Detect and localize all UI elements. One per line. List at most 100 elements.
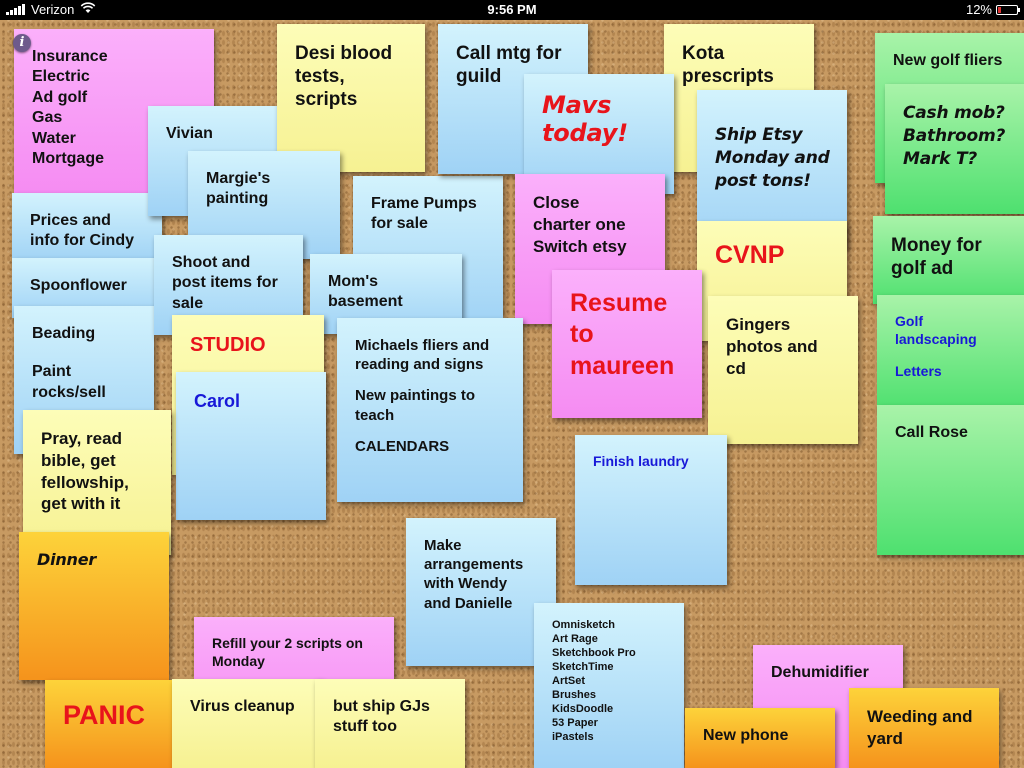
note-line: Cash mob? — [903, 103, 1005, 123]
note-weeding[interactable]: Weeding and yard — [849, 688, 999, 768]
note-line: Margie's — [206, 170, 271, 187]
status-bar: Verizon 9:56 PM 12% — [0, 0, 1024, 20]
note-line: Letters — [895, 362, 942, 379]
note-line: rocks/sell — [32, 383, 106, 401]
note-line: golf ad — [891, 258, 954, 280]
note-golf-landscaping[interactable]: Golf landscaping Letters — [877, 295, 1024, 410]
note-line: Dehumidifier — [771, 664, 869, 681]
note-line: New golf fliers — [893, 52, 1003, 69]
note-line: Make — [424, 537, 462, 554]
note-apps[interactable]: Omnisketch Art Rage Sketchbook Pro Sketc… — [534, 603, 684, 768]
note-line: Monday and — [715, 147, 830, 168]
note-line: charter one — [533, 214, 626, 234]
battery-percent: 12% — [965, 2, 992, 17]
note-line: Switch etsy — [533, 236, 627, 256]
note-line: yard — [867, 728, 903, 748]
signal-icon — [6, 4, 25, 15]
note-new-phone[interactable]: New phone — [685, 708, 835, 768]
note-line: with Wendy — [424, 575, 508, 593]
note-line: Kota — [682, 43, 725, 64]
note-money-golf[interactable]: Money for golf ad — [873, 216, 1024, 304]
note-line: Mortgage — [32, 150, 104, 168]
note-line: Mavs — [542, 91, 612, 119]
note-line: stuff too — [333, 718, 397, 736]
note-line: Water — [32, 129, 76, 147]
note-line: prescripts — [682, 66, 774, 88]
note-line: Desi blood — [295, 43, 393, 64]
note-line: Dinner — [37, 550, 97, 569]
note-close-charter[interactable]: Close charter one Switch etsy — [515, 174, 665, 324]
battery-indicator: 12% — [965, 2, 1020, 17]
note-line: cd — [726, 358, 746, 378]
note-line: Resume — [570, 289, 668, 317]
note-line: teach — [355, 406, 395, 424]
note-line: post items for — [172, 274, 278, 292]
note-line: Electric — [32, 68, 90, 86]
note-line: KidsDoodle — [552, 702, 614, 715]
note-line: reading and signs — [355, 356, 484, 374]
note-virus[interactable]: Virus cleanup — [172, 679, 322, 768]
note-line: today! — [542, 118, 628, 147]
note-line: New phone — [703, 727, 789, 744]
note-line: Finish laundry — [593, 453, 689, 469]
note-line: ArtSet — [552, 674, 586, 687]
note-line: Brushes — [552, 688, 597, 701]
note-ship-gjs[interactable]: but ship GJs stuff too — [315, 679, 465, 768]
note-desi[interactable]: Desi blood tests, scripts — [277, 24, 425, 172]
note-line: maureen — [570, 351, 675, 380]
note-line: Weeding and — [867, 707, 973, 726]
note-line: Michaels fliers and — [355, 337, 490, 354]
carrier-indicator: Verizon — [6, 2, 96, 17]
note-line: post tons! — [715, 170, 811, 191]
note-line: PANIC — [63, 700, 146, 730]
note-line: Beading — [32, 325, 96, 342]
note-line: Ad golf — [32, 88, 88, 106]
note-line: Prices and — [30, 212, 111, 229]
note-line: Carol — [194, 391, 241, 411]
note-line: Shoot and — [172, 254, 251, 271]
note-line: tests, — [295, 66, 345, 88]
note-resume[interactable]: Resume to maureen — [552, 270, 702, 418]
note-line: Sketchbook Pro — [552, 646, 636, 659]
note-line: info for Cindy — [30, 232, 134, 250]
note-line: New paintings to — [355, 387, 475, 405]
note-line: for sale — [371, 215, 428, 233]
note-line: Call mtg for — [456, 43, 562, 64]
note-cash-mob[interactable]: Cash mob? Bathroom? Mark T? — [885, 84, 1024, 214]
note-dinner[interactable]: Dinner — [19, 532, 169, 680]
info-icon[interactable]: i — [13, 34, 31, 52]
note-line: Paint — [32, 363, 72, 381]
note-line: bible, get — [41, 450, 116, 470]
note-line: Golf — [895, 313, 923, 329]
note-line: CALENDARS — [355, 437, 450, 455]
note-line: Money for — [891, 235, 982, 256]
note-line: basement — [328, 293, 403, 311]
note-line: arrangements — [424, 556, 524, 574]
note-line: Spoonflower — [30, 277, 127, 294]
note-line: Virus cleanup — [190, 698, 295, 715]
note-line: Mark T? — [903, 148, 978, 169]
note-line: Refill your 2 scripts on — [212, 635, 363, 651]
note-line: iPastels — [552, 730, 594, 743]
note-gingers[interactable]: Gingers photos and cd — [708, 296, 858, 444]
note-pray[interactable]: Pray, read bible, get fellowship, get wi… — [23, 410, 171, 555]
note-carol[interactable]: Carol — [176, 372, 326, 520]
note-line: but ship GJs — [333, 698, 430, 715]
note-line: scripts — [295, 89, 358, 111]
note-line: Vivian — [166, 125, 213, 142]
note-line: Gas — [32, 109, 63, 127]
note-call-rose[interactable]: Call Rose — [877, 405, 1024, 555]
note-line: get with it — [41, 494, 121, 514]
note-line: and Danielle — [424, 594, 513, 612]
note-make-arrangements[interactable]: Make arrangements with Wendy and Daniell… — [406, 518, 556, 666]
note-prices[interactable]: Prices and info for Cindy — [12, 193, 162, 263]
note-michaels[interactable]: Michaels fliers and reading and signs Ne… — [337, 318, 523, 502]
note-line: fellowship, — [41, 472, 129, 492]
note-line: STUDIO — [190, 334, 266, 356]
note-line: SketchTime — [552, 660, 614, 673]
note-line: CVNP — [715, 241, 785, 269]
note-finish-laundry[interactable]: Finish laundry — [575, 435, 727, 585]
note-panic[interactable]: PANIC — [45, 680, 175, 768]
battery-icon — [996, 4, 1020, 15]
note-line: Art Rage — [552, 632, 598, 645]
